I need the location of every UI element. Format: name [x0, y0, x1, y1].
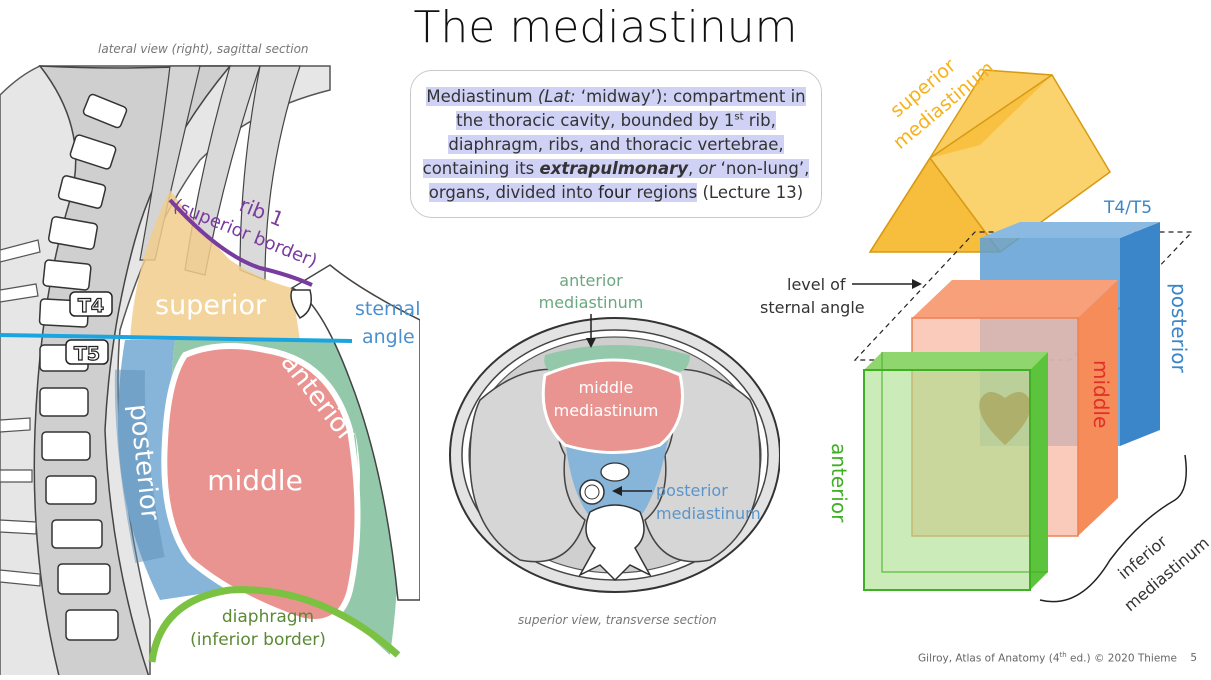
box-t4t5-label: T4/T5 [1103, 198, 1152, 218]
def-p3: , [688, 159, 699, 178]
sternum [290, 264, 420, 601]
diaphragm-label-1: diaphragm [222, 607, 314, 627]
anterior-box [863, 352, 1048, 591]
box-middle-label: middle [1089, 360, 1113, 428]
box-level-label-2: sternal angle [760, 298, 865, 317]
spinous-processes [0, 239, 41, 587]
sagittal-section-diagram: T4 T5 rib 1 (superior border) superior s… [0, 65, 420, 675]
footer-credit-a: Gilroy, Atlas of Anatomy (4 [918, 652, 1060, 664]
def-p1: ): compartment in the thoracic cavity, b… [456, 87, 806, 130]
def-lat-word: ‘midway’ [575, 87, 656, 106]
t5-label: T5 [74, 343, 100, 365]
sternal-angle-label-2: angle [362, 326, 415, 348]
def-p5: regions [631, 183, 698, 202]
superior-prism [868, 69, 1111, 253]
def-p2: rib, diaphragm, ribs, and thoracic verte… [422, 111, 784, 178]
def-p4: ‘non-lung’, organs, divided into [428, 159, 810, 202]
middle-region [161, 343, 361, 625]
t4-label: T4 [78, 295, 104, 317]
page-number: 5 [1190, 652, 1197, 664]
box-level-label-1: level of [787, 275, 846, 294]
box-posterior-label: posterior [1167, 283, 1191, 374]
diaphragm-label-2: (inferior border) [190, 630, 326, 650]
middle-mediastinum-region [541, 358, 684, 454]
transverse-posterior-label-1: posterior [656, 481, 728, 500]
transverse-middle-label-1: middle [579, 378, 634, 397]
transverse-anterior-label-2: mediastinum [539, 293, 644, 312]
footer-credit-b: ed.) © 2020 Thieme [1066, 652, 1177, 664]
sternal-angle-line [0, 333, 353, 343]
diaphragm-line [148, 586, 401, 663]
footer-credit-sup: th [1059, 650, 1067, 659]
slide-title: The mediastinum [413, 2, 798, 53]
def-lecture: (Lecture 13) [697, 183, 804, 202]
inferior-brace [1039, 454, 1187, 603]
middle-label: middle [207, 464, 303, 497]
transverse-middle-label-2: mediastinum [554, 401, 659, 420]
lateral-caption: lateral view (right), sagittal section [98, 42, 309, 56]
sternal-angle-label-1: sternal [355, 298, 420, 320]
vertebra [578, 504, 652, 582]
superior-label: superior [155, 290, 267, 321]
box-anterior-label: anterior [827, 443, 851, 523]
def-four: four [598, 183, 632, 202]
superior-region [130, 190, 300, 340]
aorta [579, 479, 605, 505]
def-lat-prefix: (Lat: [537, 87, 576, 106]
def-or: or [698, 159, 716, 178]
definition-box: Mediastinum (Lat: ‘midway’): compartment… [410, 70, 822, 218]
rib1-line [168, 198, 313, 287]
mediastinum-3d-diagram: superior mediastinum T4/T5 level of ster… [760, 55, 1211, 615]
footer-credit: Gilroy, Atlas of Anatomy (4th ed.) © 202… [918, 651, 1197, 665]
transverse-anterior-label-1: anterior [559, 271, 623, 290]
posterior-mediastinum-region [565, 440, 668, 530]
transverse-caption: superior view, transverse section [518, 613, 717, 627]
def-term: Mediastinum [426, 87, 533, 106]
def-p1-sup: st [734, 111, 744, 123]
transverse-posterior-label-2: mediastinum [656, 504, 761, 523]
def-extrapulmonary: extrapulmonary [539, 159, 689, 178]
transverse-section-diagram: anterior mediastinum middle mediastinum … [449, 271, 780, 593]
